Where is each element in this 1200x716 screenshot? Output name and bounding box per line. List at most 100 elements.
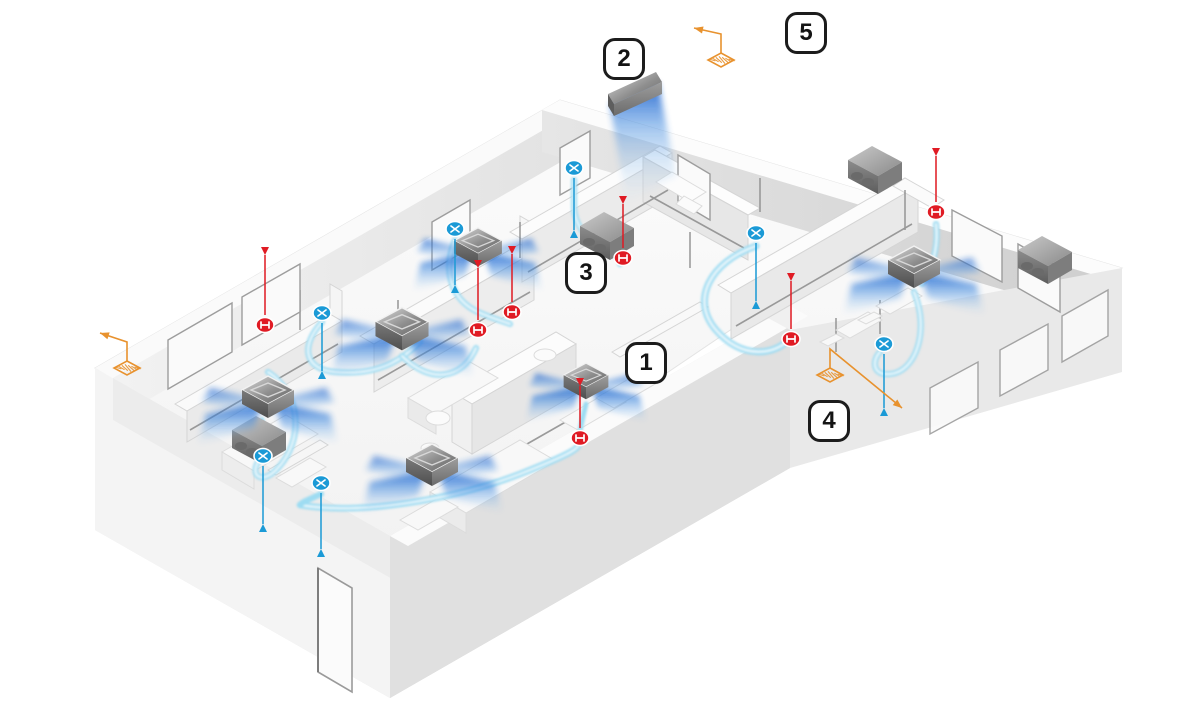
floor-grille[interactable] xyxy=(815,347,904,411)
airflow-cone xyxy=(366,456,426,482)
valve-glyph-x-icon xyxy=(879,340,889,348)
valve-glyph-h-icon xyxy=(260,321,270,329)
valve-glyph-x-icon xyxy=(316,479,326,487)
airflow-cone xyxy=(413,251,473,291)
grille-arrow-head-icon xyxy=(694,26,704,34)
furniture-toilet xyxy=(675,195,703,215)
cassette-grille xyxy=(895,252,933,268)
valve-leader-arrow xyxy=(474,260,482,320)
airflow-cone xyxy=(920,258,980,284)
cassette-grille xyxy=(460,233,496,248)
window-left-1 xyxy=(167,301,233,391)
air-curtain-front-face xyxy=(614,82,662,116)
valve-marker-blue[interactable] xyxy=(746,224,766,242)
airflow-cone xyxy=(202,388,262,414)
exterior-wall-front-right xyxy=(390,306,790,698)
air-curtain-end-face xyxy=(608,94,614,116)
valve-leader-arrow xyxy=(787,273,795,329)
valve-leader-arrow xyxy=(318,323,326,379)
pipe-lower-left-join xyxy=(297,491,324,508)
valve-glyph-x-icon xyxy=(258,452,268,460)
airflow-cone xyxy=(848,258,908,284)
grille-plate-icon xyxy=(112,360,142,376)
cassette-grille xyxy=(249,382,287,398)
airflow-cone xyxy=(483,251,543,291)
valve-leader-arrow xyxy=(619,196,627,248)
leader-arrow-head-icon xyxy=(261,247,269,255)
valve-leader-arrow xyxy=(752,243,760,309)
callout-badge-5[interactable]: 5 xyxy=(785,12,827,54)
condenser-right-face xyxy=(1048,252,1072,284)
callout-badge-3[interactable]: 3 xyxy=(565,252,607,294)
furniture-lamp-b xyxy=(533,348,557,362)
airflow-cone xyxy=(525,385,581,422)
airflow-cone xyxy=(438,470,502,512)
valve-marker-red[interactable] xyxy=(502,303,522,321)
valve-leader-arrow xyxy=(261,247,269,315)
valve-marker-red[interactable] xyxy=(781,330,801,348)
valve-leader-arrow xyxy=(880,354,888,416)
cassette-left-face xyxy=(454,240,478,267)
exterior-wall-rear-left-top xyxy=(95,100,578,378)
valve-marker-red[interactable] xyxy=(613,249,633,267)
cassette-left-face xyxy=(375,321,402,351)
furniture-chair-r2 xyxy=(856,311,884,325)
valve-marker-blue[interactable] xyxy=(253,447,273,465)
condenser-fan-icon xyxy=(862,178,874,186)
valve-marker-blue[interactable] xyxy=(445,220,465,238)
valve-marker-blue[interactable] xyxy=(312,304,332,322)
ceiling-cassette-unit xyxy=(198,375,338,444)
valve-marker-red[interactable] xyxy=(255,316,275,334)
condenser-fan-icon xyxy=(851,172,863,180)
pipe-right-room-core xyxy=(873,291,922,376)
valve-leader-arrow xyxy=(508,246,516,302)
cassette-left-face xyxy=(888,260,914,288)
valve-marker-blue[interactable] xyxy=(874,335,894,353)
ceiling-cassette-unit xyxy=(362,443,502,512)
leader-arrow-head-icon xyxy=(932,148,940,156)
callout-badge-1[interactable]: 1 xyxy=(625,342,667,384)
window-right-4 xyxy=(999,322,1049,398)
leader-arrow-head-icon xyxy=(576,378,584,386)
cassette-grille xyxy=(382,313,422,330)
valve-marker-blue[interactable] xyxy=(564,159,584,177)
floor-grille[interactable] xyxy=(693,24,736,68)
cassette-grille xyxy=(569,368,603,382)
callout-badge-2[interactable]: 2 xyxy=(603,38,645,80)
valve-marker-blue[interactable] xyxy=(311,474,331,492)
leader-arrow-head-icon xyxy=(451,285,459,293)
floor-grilles-layer xyxy=(99,24,904,411)
callout-badge-4[interactable]: 4 xyxy=(808,400,850,442)
valve-marker-red[interactable] xyxy=(570,429,590,447)
leader-arrow-head-icon xyxy=(570,230,578,238)
cassette-right-face xyxy=(402,321,429,351)
cassette-right-face xyxy=(586,375,609,400)
valve-marker-red[interactable] xyxy=(926,203,946,221)
floor-grille[interactable] xyxy=(99,330,142,376)
valve-glyph-h-icon xyxy=(507,308,517,316)
condenser-fan-icon xyxy=(583,238,595,246)
cassette-grille xyxy=(413,450,451,466)
valve-glyph-h-icon xyxy=(786,335,796,343)
airflow-cone xyxy=(198,402,262,444)
valve-leader-arrows xyxy=(259,148,940,557)
entry-door xyxy=(317,566,353,694)
airflow-cone xyxy=(417,238,473,263)
airflow-cone xyxy=(529,373,581,396)
cassette-left-face xyxy=(406,458,432,486)
valve-glyph-x-icon xyxy=(751,229,761,237)
leader-arrow-head-icon xyxy=(619,196,627,204)
leader-arrow-head-icon xyxy=(508,246,516,254)
cassette-right-face xyxy=(914,260,940,288)
condenser-fan-icon xyxy=(1021,262,1033,270)
airflow-cone xyxy=(408,334,474,377)
airflow-cone xyxy=(844,272,908,314)
airflow-cone xyxy=(920,272,984,314)
grille-arrow-head-icon xyxy=(100,332,110,340)
valve-markers-layer xyxy=(253,159,946,492)
valve-glyph-h-icon xyxy=(473,326,483,334)
airflow-cone xyxy=(408,319,470,347)
partition-left-vertical xyxy=(329,283,343,322)
valve-marker-red[interactable] xyxy=(468,321,488,339)
